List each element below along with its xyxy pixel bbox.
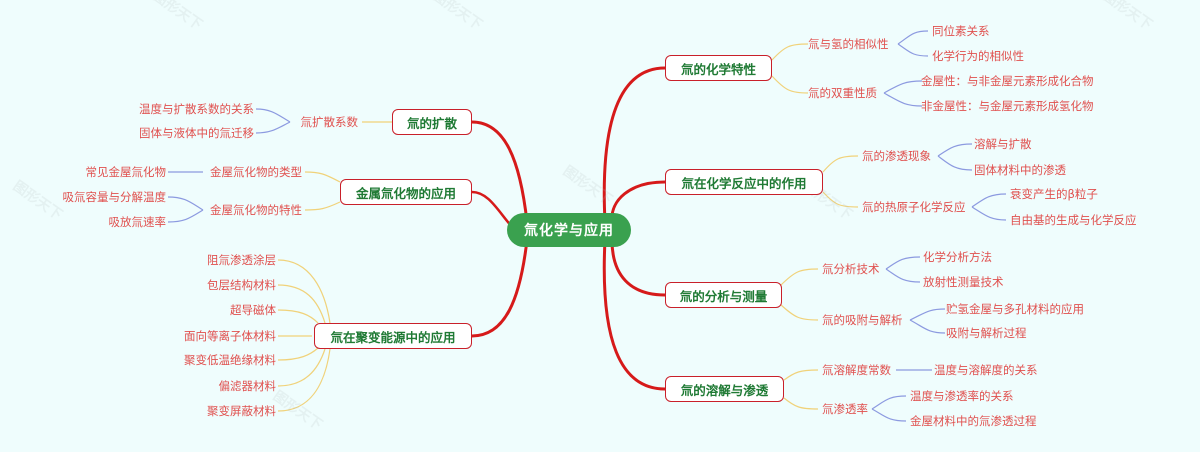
topic-label: 氚的扩散 [406,115,457,131]
leaf-topic[interactable]: 温度与渗透率的关系 [910,389,1014,403]
subtopic[interactable]: 聚变低温绝缘材料 [184,353,276,367]
subtopic[interactable]: 氚的双重性质 [808,86,877,100]
subtopic[interactable]: 偏滤器材料 [218,379,277,393]
subtopic[interactable]: 超导磁体 [230,303,276,317]
main-topic-fusion-energy[interactable]: 氚在聚变能源中的应用 [314,323,472,349]
leaf-topic[interactable]: 自由基的生成与化学反应 [1010,213,1137,227]
leaf-topic[interactable]: 吸附与解析过程 [946,326,1027,340]
subtopic[interactable]: 氚溶解度常数 [822,363,891,377]
subtopic[interactable]: 聚变屏蔽材料 [207,404,276,418]
main-topic-analysis[interactable]: 氚的分析与测量 [665,282,782,308]
subtopic[interactable]: 氚的热原子化学反应 [862,200,966,214]
subtopic[interactable]: 包层结构材料 [207,278,276,292]
leaf-topic[interactable]: 固体与液体中的氚迁移 [139,126,254,140]
subtopic[interactable]: 金屋氚化物的类型 [210,165,302,179]
leaf-topic[interactable]: 化学行为的相似性 [932,49,1024,63]
topic-label: 氚在化学反应中的作用 [681,175,807,191]
leaf-topic[interactable]: 金屋材料中的氚渗透过程 [910,414,1037,428]
leaf-topic[interactable]: 放射性测量技术 [923,275,1004,289]
subtopic[interactable]: 阻氚渗透涂层 [207,253,276,267]
topic-label: 氚的化学特性 [680,61,756,77]
subtopic[interactable]: 面向等离子体材料 [184,329,276,343]
leaf-topic[interactable]: 衰变产生的β粒子 [1010,187,1098,201]
leaf-topic[interactable]: 贮氢金屋与多孔材料的应用 [946,302,1084,316]
leaf-topic[interactable]: 固体材料中的渗透 [974,163,1066,177]
main-topic-reaction-role[interactable]: 氚在化学反应中的作用 [665,169,823,195]
leaf-topic[interactable]: 吸氚容量与分解温度 [62,190,167,204]
leaf-topic[interactable]: 常见金屋氚化物 [85,165,167,179]
topic-label: 氚在聚变能源中的应用 [330,329,456,345]
subtopic[interactable]: 氚与氢的相似性 [808,37,889,51]
main-topic-chemical-properties[interactable]: 氚的化学特性 [665,55,772,81]
root-topic[interactable]: 氚化学与应用 [507,213,631,247]
leaf-topic[interactable]: 化学分析方法 [923,250,992,264]
root-topic-label: 氚化学与应用 [524,223,614,239]
subtopic[interactable]: 金屋氚化物的特性 [210,203,302,217]
leaf-topic[interactable]: 温度与溶解度的关系 [934,363,1038,377]
topic-label: 氚的溶解与渗透 [680,382,769,398]
main-topic-metal-tritides[interactable]: 金属氚化物的应用 [340,179,472,205]
leaf-topic[interactable]: 温度与扩散系数的关系 [139,102,254,116]
leaf-topic[interactable]: 同位素关系 [932,24,990,38]
main-topic-diffusion[interactable]: 氚的扩散 [392,109,472,135]
subtopic[interactable]: 氚扩散系数 [300,115,359,129]
topic-label: 氚的分析与测量 [679,288,768,304]
leaf-topic[interactable]: 非金屋性：与金屋元素形成氢化物 [921,99,1094,113]
leaf-topic[interactable]: 溶解与扩散 [974,137,1032,151]
leaf-topic[interactable]: 金屋性：与非金屋元素形成化合物 [921,74,1094,88]
subtopic[interactable]: 氚的渗透现象 [862,149,931,163]
subtopic[interactable]: 氚渗透率 [822,402,868,416]
subtopic[interactable]: 氚的吸附与解析 [822,313,903,327]
main-topic-dissolution[interactable]: 氚的溶解与渗透 [665,376,784,402]
subtopic[interactable]: 氚分析技术 [822,262,880,276]
leaf-topic[interactable]: 吸放氚速率 [108,215,167,229]
topic-label: 金属氚化物的应用 [355,185,456,201]
